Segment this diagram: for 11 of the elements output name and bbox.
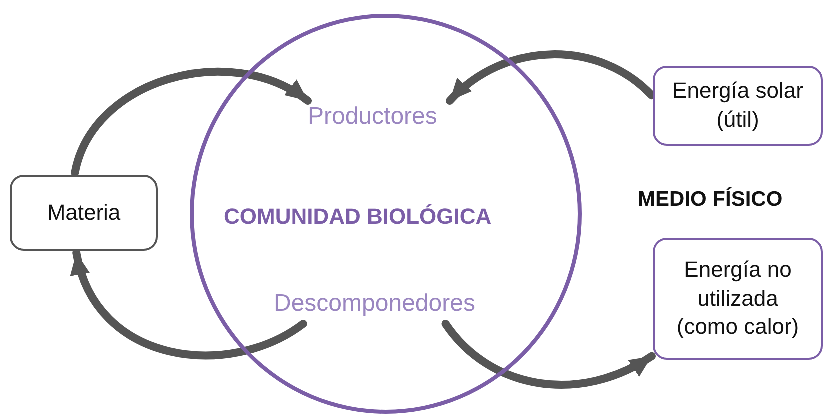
- node-label: Descomponedores: [274, 290, 500, 322]
- process-box: Materia: [10, 175, 158, 251]
- arrow: [442, 320, 656, 389]
- node-label: Productores: [308, 103, 450, 135]
- process-box: Energía solar (útil): [653, 66, 823, 146]
- community-circle: [190, 14, 582, 414]
- group-title: COMUNIDAD BIOLÓGICA: [224, 204, 492, 230]
- arrow: [72, 249, 308, 360]
- arrow: [71, 68, 312, 177]
- region-label: MEDIO FÍSICO: [638, 188, 783, 212]
- process-box: Energía no utilizada (como calor): [653, 238, 823, 360]
